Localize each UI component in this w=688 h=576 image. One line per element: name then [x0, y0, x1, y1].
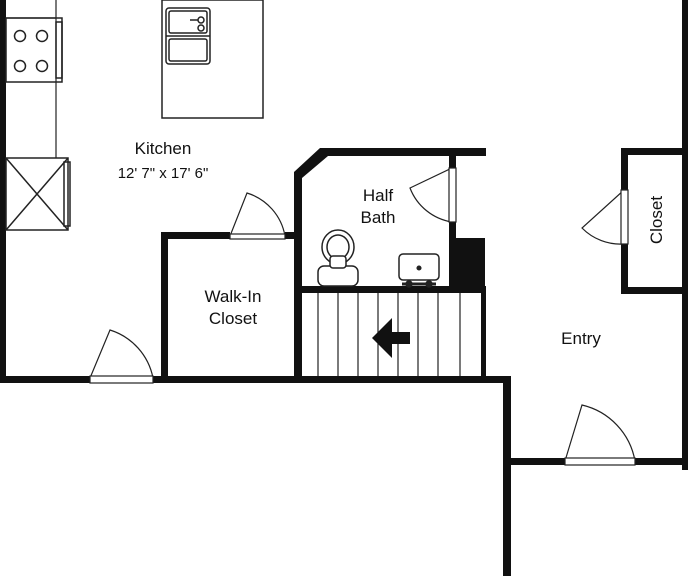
toilet-icon [317, 229, 359, 287]
room-label-walk-in-line1: Walk-In [204, 287, 262, 306]
wall-main-horizontal-left [0, 376, 90, 383]
wall-kitchen-left [0, 0, 6, 380]
room-label-kitchen: Kitchen [134, 139, 192, 158]
room-label-half-bath-line1: Half [362, 186, 394, 205]
wall-bath-left [294, 172, 302, 238]
wall-main-horizontal-mid [153, 376, 511, 383]
room-label-half-bath: Half Bath [338, 185, 418, 229]
wall-walkin-right [294, 232, 302, 380]
vanity-sink-icon [398, 253, 440, 288]
stairs-direction-arrow-icon [372, 318, 410, 358]
stove-icon [5, 17, 63, 83]
wall-walkin-top-right [285, 232, 299, 239]
door-swing-icon [564, 404, 636, 466]
wall-closet-top [621, 148, 688, 155]
door-swing-icon [409, 167, 457, 223]
wall-lower-right [503, 376, 511, 576]
wall-walkin-top-left [161, 232, 230, 239]
room-dimensions-kitchen: 12' 7" x 17' 6" [117, 165, 209, 182]
appliance-x-icon [5, 157, 71, 231]
door-swing-icon [229, 192, 286, 240]
door-swing-icon [89, 329, 154, 384]
wall-bath-top [322, 148, 486, 156]
wall-closet-left-top [621, 148, 628, 190]
wall-entry-bottom-right [635, 458, 688, 465]
wall-bath-bottom [300, 286, 486, 293]
room-label-closet: Closet [646, 195, 666, 245]
stairs [317, 293, 461, 376]
room-label-half-bath-line2: Bath [360, 208, 396, 228]
kitchen-counter [6, 0, 57, 158]
room-label-walk-in-closet: Walk-In Closet [183, 286, 283, 330]
room-label-entry: Entry [561, 329, 601, 348]
room-label-walk-in-line2: Closet [208, 309, 258, 329]
kitchen-island [161, 0, 264, 119]
wall-bath-right-upper [449, 148, 456, 168]
wall-bath-right-lower [449, 222, 456, 240]
chase-block [449, 238, 485, 292]
wall-closet-left-bottom [621, 244, 628, 294]
wall-closet-bottom [621, 287, 688, 294]
wall-stair-right [481, 292, 486, 380]
door-swing-icon [581, 188, 629, 245]
wall-walkin-left [161, 232, 168, 380]
wall-right-edge [682, 0, 688, 470]
wall-bath-diagonal [294, 148, 328, 178]
doors [89, 167, 636, 466]
sink-icon [165, 7, 211, 65]
wall-entry-bottom-left [511, 458, 565, 465]
